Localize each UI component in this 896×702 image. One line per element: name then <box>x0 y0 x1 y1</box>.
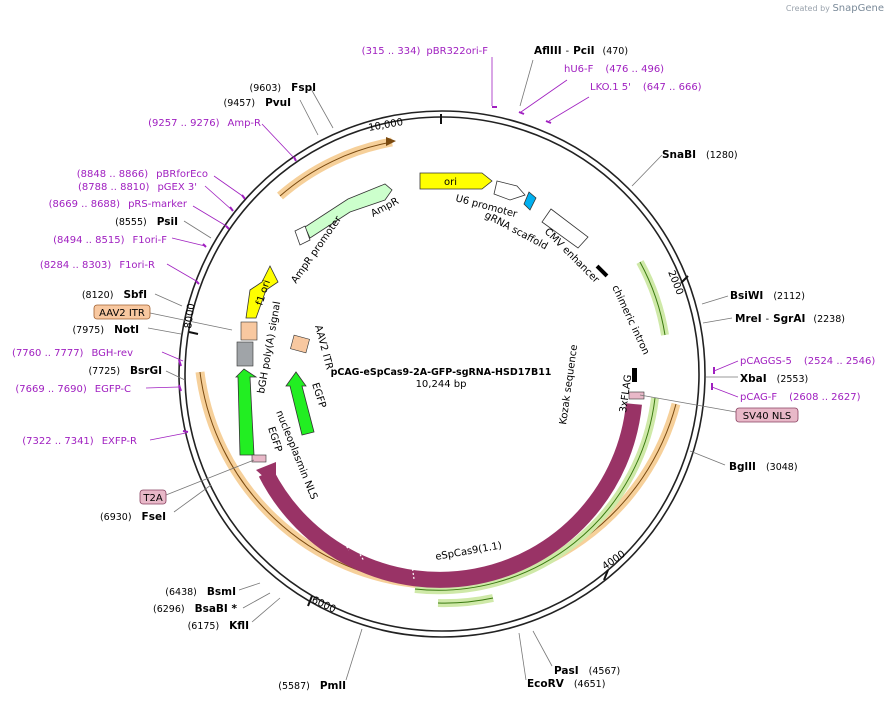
amp-region-line <box>279 141 393 197</box>
site-psii: (8555)PsiI <box>115 216 178 228</box>
site-aflIII: AflIII-PciI(470) <box>534 45 628 57</box>
snapgene-logo: SnapGene <box>832 3 884 14</box>
site-xbai: XbaI(2553) <box>740 373 808 385</box>
primer-pcag-f: pCAG-F(2608 .. 2627) <box>740 392 861 403</box>
label-f1-ori: f1 ori <box>254 279 273 307</box>
espcas9-arrowhead <box>256 462 276 488</box>
cag-region-arc <box>636 260 669 336</box>
chimeric-intron-feature <box>595 264 609 278</box>
credit-prefix: Created by <box>785 4 830 13</box>
primer-egfp-c: (7669 .. 7690)EGFP-C <box>15 384 131 395</box>
site-pasi: PasI(4567) <box>554 665 620 677</box>
primer-hu6-f: hU6-F(476 .. 496) <box>564 64 664 75</box>
plasmid-length: 10,244 bp <box>416 379 467 390</box>
primer-exfp-r: (7322 .. 7341)EXFP-R <box>22 436 137 447</box>
site-sbfi: (8120)SbfI <box>82 289 147 301</box>
primer-pbr322ori-f: (315 .. 334)pBR322ori-F <box>362 46 489 57</box>
tick-label-4000: 4000 <box>600 549 627 573</box>
egfp-small-line <box>437 597 494 604</box>
espcas9-arc <box>258 403 642 588</box>
egfp-feature-left <box>235 368 258 456</box>
amp-region-arrowhead <box>386 137 396 146</box>
ampr-feature <box>304 183 393 239</box>
site-snabi: SnaBI(1280) <box>662 149 738 161</box>
tick-mark-4000 <box>603 569 609 581</box>
site-bsrgi: (7725)BsrGI <box>88 365 162 377</box>
boxed-label-aav2-itr-text: AAV2 ITR <box>99 308 145 319</box>
site-bglii: BglII(3048) <box>729 461 798 473</box>
primer-pgex3: (8788 .. 8810)pGEX 3' <box>78 182 197 193</box>
boxed-label-aav2-itr: AAV2 ITR <box>93 304 151 320</box>
site-leaders-right <box>518 59 738 681</box>
tick-mark-6000 <box>307 595 313 607</box>
grna-scaffold-feature <box>523 191 537 211</box>
tick-label-2000: 2000 <box>665 269 685 297</box>
ampr-promoter-feature <box>294 225 311 246</box>
label-aav2-itr-inner: AAV2 ITR <box>312 324 334 371</box>
label-egfp-right: EGFP <box>309 382 327 410</box>
label-3xflag: 3xFLAG <box>618 374 634 413</box>
tick-mark-2000 <box>680 275 689 284</box>
boxed-label-t2a: T2A <box>139 489 167 505</box>
primer-leaders <box>145 57 739 441</box>
site-pmli: (5587)PmlI <box>278 680 346 692</box>
plasmid-name: pCAG-eSpCas9-2A-GFP-sgRNA-HSD17B11 <box>331 367 552 378</box>
tick-label-8000: 8000 <box>183 303 197 330</box>
site-bsiwi: BsiWI(2112) <box>730 290 805 302</box>
backbone-outer <box>178 110 706 638</box>
f1-ori-feature <box>245 265 279 319</box>
primer-bgh-rev: (7760 .. 7777)BGH-rev <box>12 348 133 359</box>
egfp-feature-right <box>285 371 315 436</box>
site-pvui: (9457)PvuI <box>223 97 291 109</box>
bgh-polya-feature <box>236 341 254 367</box>
primer-ticks <box>178 106 715 433</box>
kozak-feature <box>632 368 637 382</box>
site-ecorv: EcoRV(4651) <box>527 678 605 690</box>
boxed-label-sv40-nls: SV40 NLS <box>735 407 799 423</box>
site-bsmi: (6438)BsmI <box>165 586 236 598</box>
site-fspi: (9603)FspI <box>250 82 316 94</box>
site-kfli: (6175)KflI <box>188 620 249 632</box>
cmv-enhancer-feature <box>541 208 589 249</box>
site-noti: (7975)NotI <box>72 324 139 336</box>
label-espcas9: eSpCas9(1.1) <box>435 540 503 563</box>
primer-amp-r: (9257 .. 9276)Amp-R <box>148 118 261 129</box>
site-bsabi: (6296)BsaBI * <box>153 603 237 615</box>
tick-mark-8000 <box>188 331 199 335</box>
ori-feature <box>419 172 493 190</box>
nucleoplasmin-nls-feature <box>251 454 267 463</box>
boxed-label-sv40-nls-text: SV40 NLS <box>743 411 792 422</box>
label-bgh-polya: bGH poly(A) signal <box>256 301 283 395</box>
site-labels-left: (5587)PmlI (6175)KflI (6296)BsaBI * (643… <box>72 82 346 692</box>
primer-labels: (315 .. 334)pBR322ori-F hU6-F(476 .. 496… <box>12 46 875 447</box>
primer-f1ori-f: (8494 .. 8515)F1ori-F <box>53 235 167 246</box>
cag-region-line <box>639 261 666 336</box>
snapgene-credit: Created by SnapGene <box>786 3 884 14</box>
label-ori: ori <box>444 177 457 188</box>
primer-f1ori-r: (8284 .. 8303)F1ori-R <box>40 260 155 271</box>
site-labels-right: AflIII-PciI(470) SnaBI(1280) BsiWI(2112)… <box>527 45 845 690</box>
egfp-region-line <box>414 397 656 591</box>
aav2-itr-feature-right <box>290 334 310 354</box>
primer-prs-marker: (8669 .. 8688)pRS-marker <box>49 199 188 210</box>
boxed-leaders <box>149 312 737 496</box>
aav2-itr-feature-left <box>240 321 258 341</box>
primer-pbrforeco: (8848 .. 8866)pBRforEco <box>77 169 208 180</box>
boxed-label-t2a-text: T2A <box>142 493 162 504</box>
site-leaders-left <box>147 86 363 681</box>
primer-lko1: LKO.1 5'(647 .. 666) <box>590 82 702 93</box>
label-chimeric-intron: chimeric intron <box>609 284 651 357</box>
tick-label-6000: 6000 <box>310 595 338 616</box>
label-kozak-sequence: Kozak sequence <box>558 344 580 425</box>
u6-promoter-feature <box>493 180 526 201</box>
site-mrei: MreI-SgrAI(2238) <box>735 313 845 325</box>
primer-pcaggs-5: pCAGGS-5(2524 .. 2546) <box>740 356 875 367</box>
site-fsei: (6930)FseI <box>100 511 166 523</box>
cas9-separators <box>341 539 415 580</box>
